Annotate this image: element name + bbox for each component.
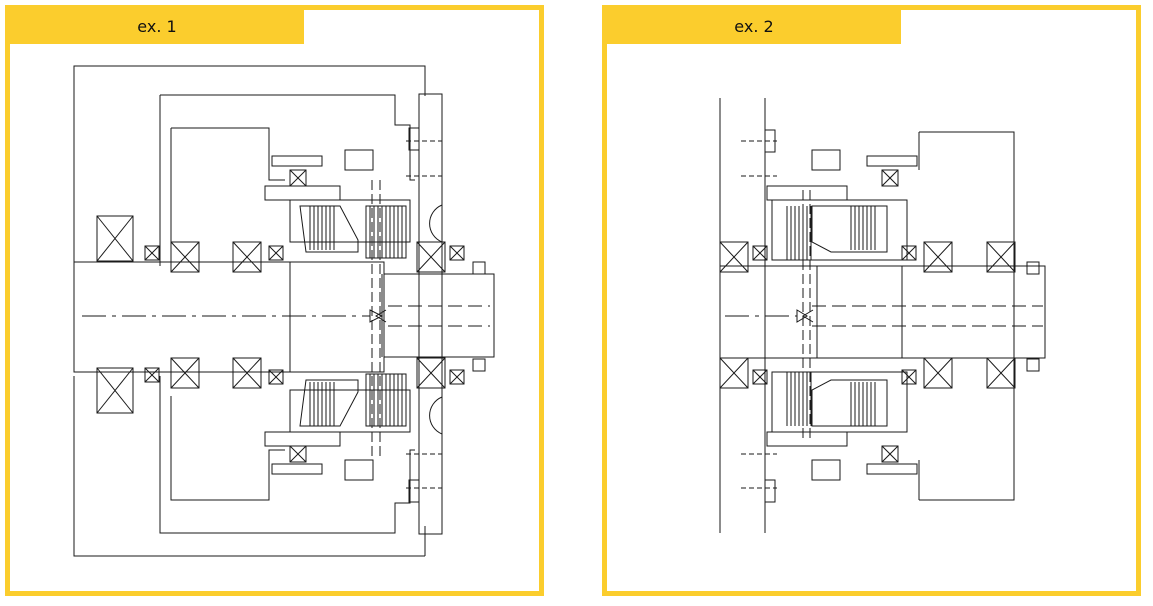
example-1-tab: ex. 1 (10, 10, 304, 44)
clutch-plates-top (787, 206, 875, 260)
middle-housing (160, 95, 415, 533)
example-2-tab: ex. 2 (607, 10, 901, 44)
right-housing (919, 132, 1014, 500)
example-1-drawing (10, 10, 539, 591)
bearing-large-top (97, 216, 133, 261)
input-shaft (74, 262, 384, 372)
bearing-large-bottom (97, 368, 133, 413)
input-shaft (720, 266, 1045, 358)
inner-housing (171, 128, 285, 500)
clutch-body-bottom (265, 390, 410, 446)
example-1-panel: ex. 1 (5, 5, 544, 596)
clutch-body-top (265, 186, 410, 242)
clutch-plates-top (310, 206, 402, 258)
example-2-drawing (607, 10, 1136, 591)
flange-plate (419, 94, 442, 534)
clutch-plates-bottom (310, 374, 402, 426)
example-2-panel: ex. 2 (602, 5, 1141, 596)
output-shaft (384, 274, 494, 357)
clutch-body-top (767, 186, 907, 260)
outer-housing (74, 66, 425, 556)
clutch-plates-bottom (787, 372, 875, 426)
clutch-body-bottom (767, 372, 907, 446)
